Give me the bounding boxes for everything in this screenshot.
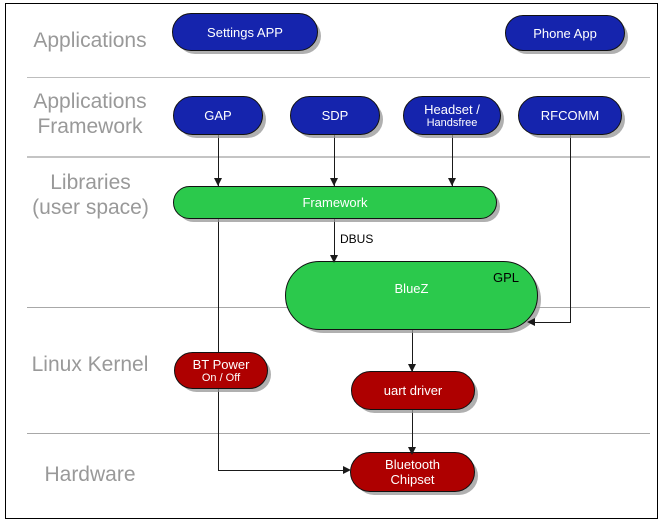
node-bt-power-label: BT Power [192,356,250,372]
arrowhead-gap-framework [214,178,222,186]
edge-label-dbus: DBUS [340,232,374,246]
node-framework-label: Framework [302,195,368,210]
layer-label-libraries: Libraries (user space) [32,171,149,219]
node-bluetooth-chipset-label: Bluetooth [385,457,440,472]
arrowhead-gap-chipset [343,466,351,474]
arrowhead-framework-bluez [330,255,338,263]
divider-kernel-bottom [27,433,650,434]
node-gap-label: GAP [204,108,232,123]
divider-applications-bottom [27,77,650,78]
connector-rfcomm-vertical [570,135,571,323]
arrowhead-headset-framework [448,178,456,186]
node-rfcomm-label: RFCOMM [540,108,600,123]
node-bluez-license-tag: GPL [492,270,519,285]
node-bluetooth-chipset-sublabel: Chipset [390,472,435,487]
node-settings-app[interactable]: Settings APP [172,13,318,51]
connector-uart-chipset [412,410,413,458]
arrowhead-bluez-uart [408,364,416,372]
connector-bluez-uart [412,330,413,372]
node-sdp-label: SDP [321,108,349,123]
node-framework[interactable]: Framework [173,186,497,219]
connector-rfcomm-horizontal [532,322,571,323]
node-headset-sublabel: Handsfree [426,116,478,129]
node-settings-app-label: Settings APP [207,24,283,40]
node-sdp[interactable]: SDP [290,96,380,135]
node-bluez-label: BlueZ [394,281,429,296]
node-uart-driver-label: uart driver [383,383,443,398]
node-headset-label: Headset / [424,101,480,117]
connector-gap-chipset-horizontal [218,470,344,471]
arrowhead-uart-chipset [408,447,416,455]
node-phone-app-label: Phone App [533,25,597,41]
layer-label-hardware: Hardware [44,463,136,486]
divider-framework-bottom [27,156,650,158]
node-bt-power[interactable]: BT Power On / Off [174,352,268,389]
node-rfcomm[interactable]: RFCOMM [518,96,622,135]
diagram-frame [5,3,658,519]
node-headset-handsfree[interactable]: Headset / Handsfree [403,96,501,135]
layer-label-applications: Applications [33,29,147,52]
arrowhead-rfcomm-bluez [527,318,535,326]
layer-label-linux-kernel: Linux Kernel [31,353,149,376]
connector-headset-framework [452,135,453,186]
node-gap[interactable]: GAP [173,96,263,135]
node-uart-driver[interactable]: uart driver [351,371,475,410]
node-bluez[interactable]: BlueZ GPL [285,261,538,330]
layer-label-applications-framework: Applications Framework [33,90,147,138]
node-bluetooth-chipset[interactable]: Bluetooth Chipset [350,452,475,492]
connector-framework-bluez [334,218,335,263]
connector-gap-framework [218,135,219,186]
node-phone-app[interactable]: Phone App [505,15,625,51]
arrowhead-sdp-framework [330,178,338,186]
connector-gap-chipset-vertical [218,218,219,471]
node-bt-power-sublabel: On / Off [201,371,241,384]
connector-sdp-framework [334,135,335,186]
